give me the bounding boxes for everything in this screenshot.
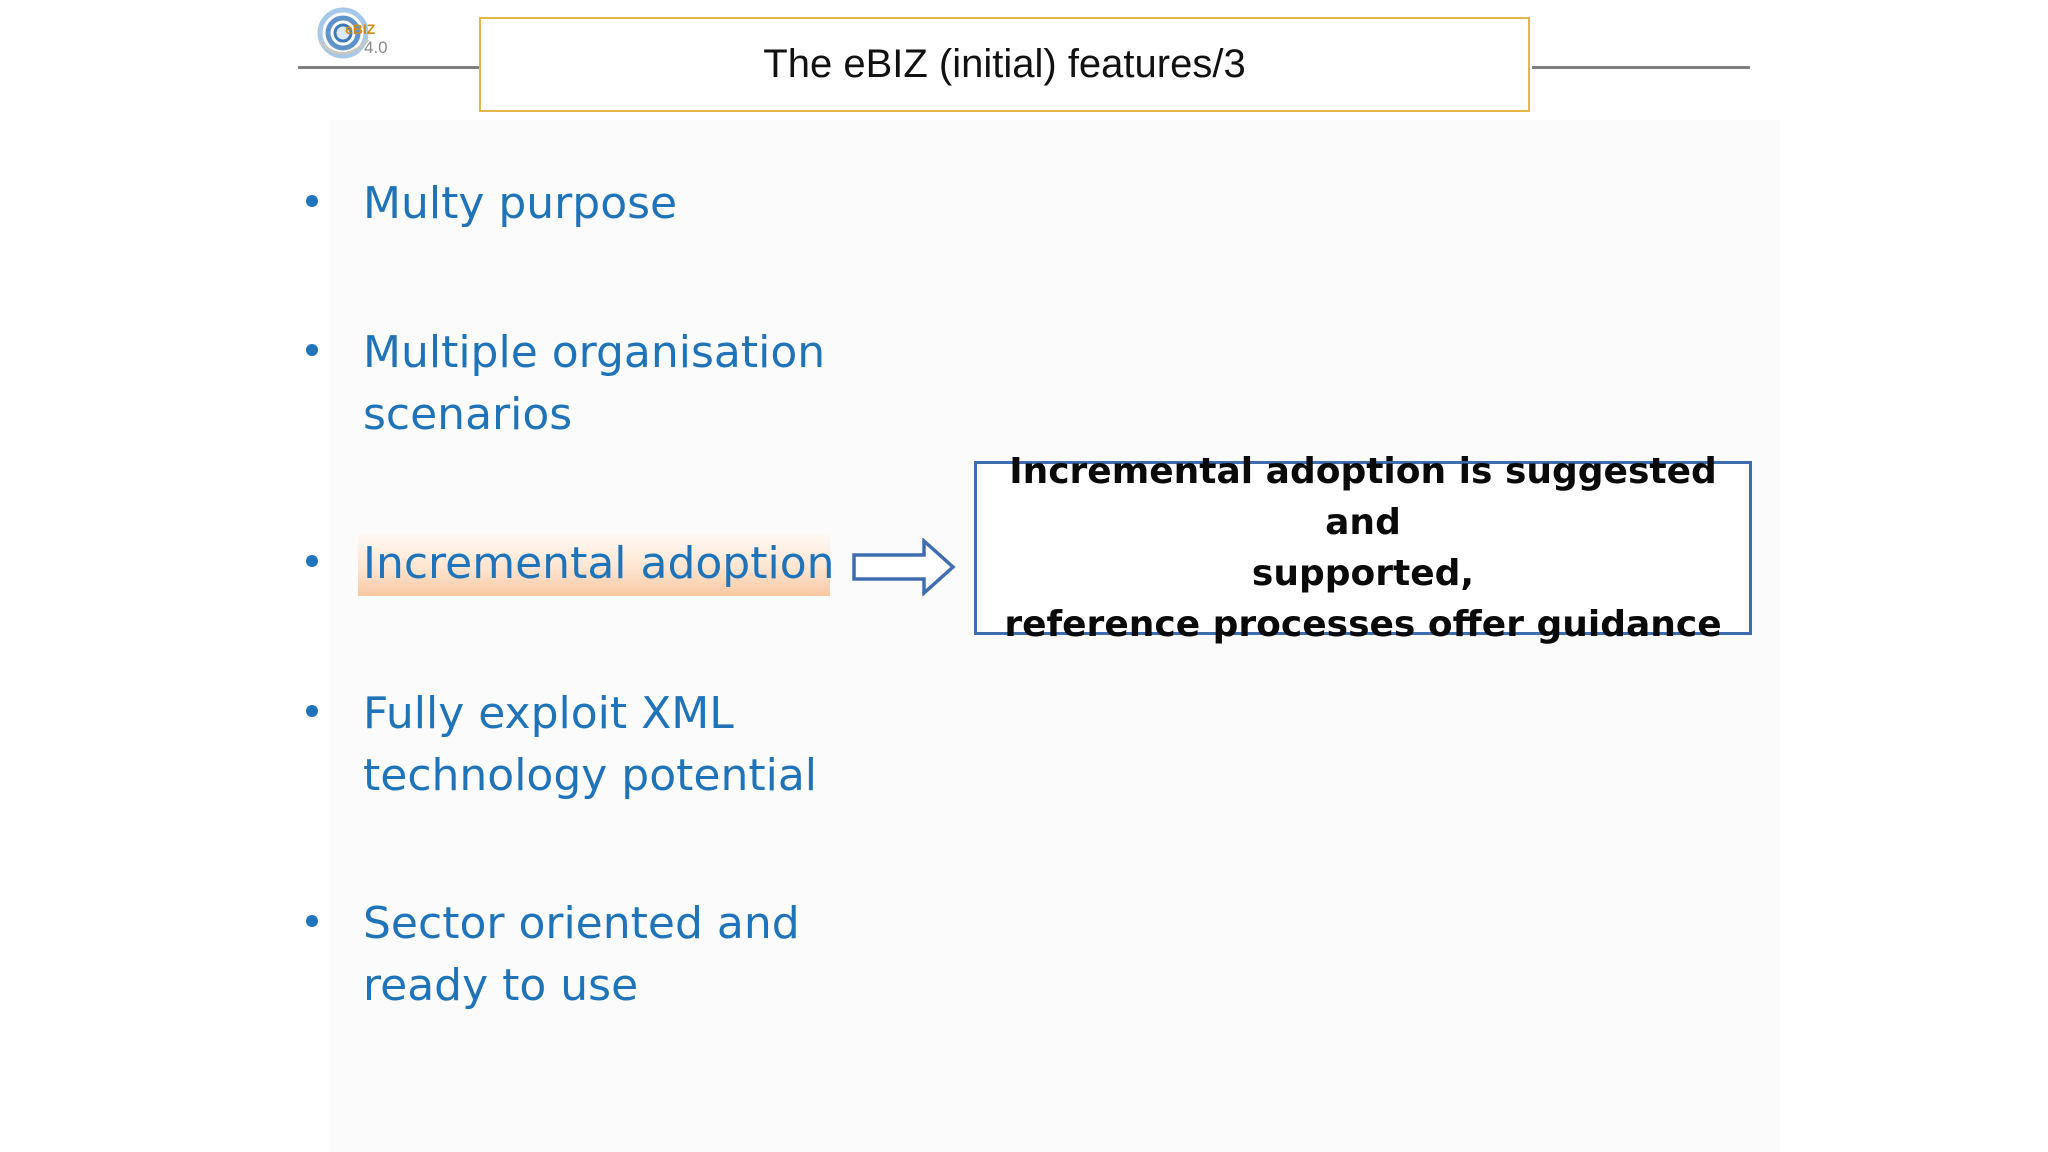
header-rule-right	[1532, 66, 1750, 69]
bullet-icon	[306, 555, 318, 567]
bullet-text: Sector oriented and ready to use	[363, 898, 800, 1011]
header-rule-left	[298, 66, 480, 69]
logo-brand: eBIZ	[345, 21, 376, 37]
bullet-icon	[306, 915, 318, 927]
logo-version: 4.0	[364, 38, 388, 57]
bullet-icon	[306, 195, 318, 207]
bullet-text: Fully exploit XML technology potential	[363, 688, 818, 801]
bullet-icon	[306, 705, 318, 717]
ebiz-logo: eBIZ 4.0	[316, 6, 396, 64]
slide-title: The eBIZ (initial) features/3	[763, 42, 1246, 86]
title-box: The eBIZ (initial) features/3	[479, 17, 1530, 112]
callout-box: Incremental adoption is suggested and su…	[974, 451, 1752, 645]
bullet-text: Incremental adoption	[363, 538, 835, 589]
content-background	[330, 120, 1780, 1152]
bullet-text: Multy purpose	[363, 178, 678, 229]
bullet-text: Multiple organisation scenarios	[363, 327, 826, 440]
right-arrow-icon	[852, 538, 956, 596]
ebiz-logo-icon	[317, 7, 370, 59]
bullet-icon	[306, 344, 318, 356]
callout-text: Incremental adoption is suggested and su…	[1004, 451, 1722, 645]
highlight-marker	[358, 532, 830, 596]
